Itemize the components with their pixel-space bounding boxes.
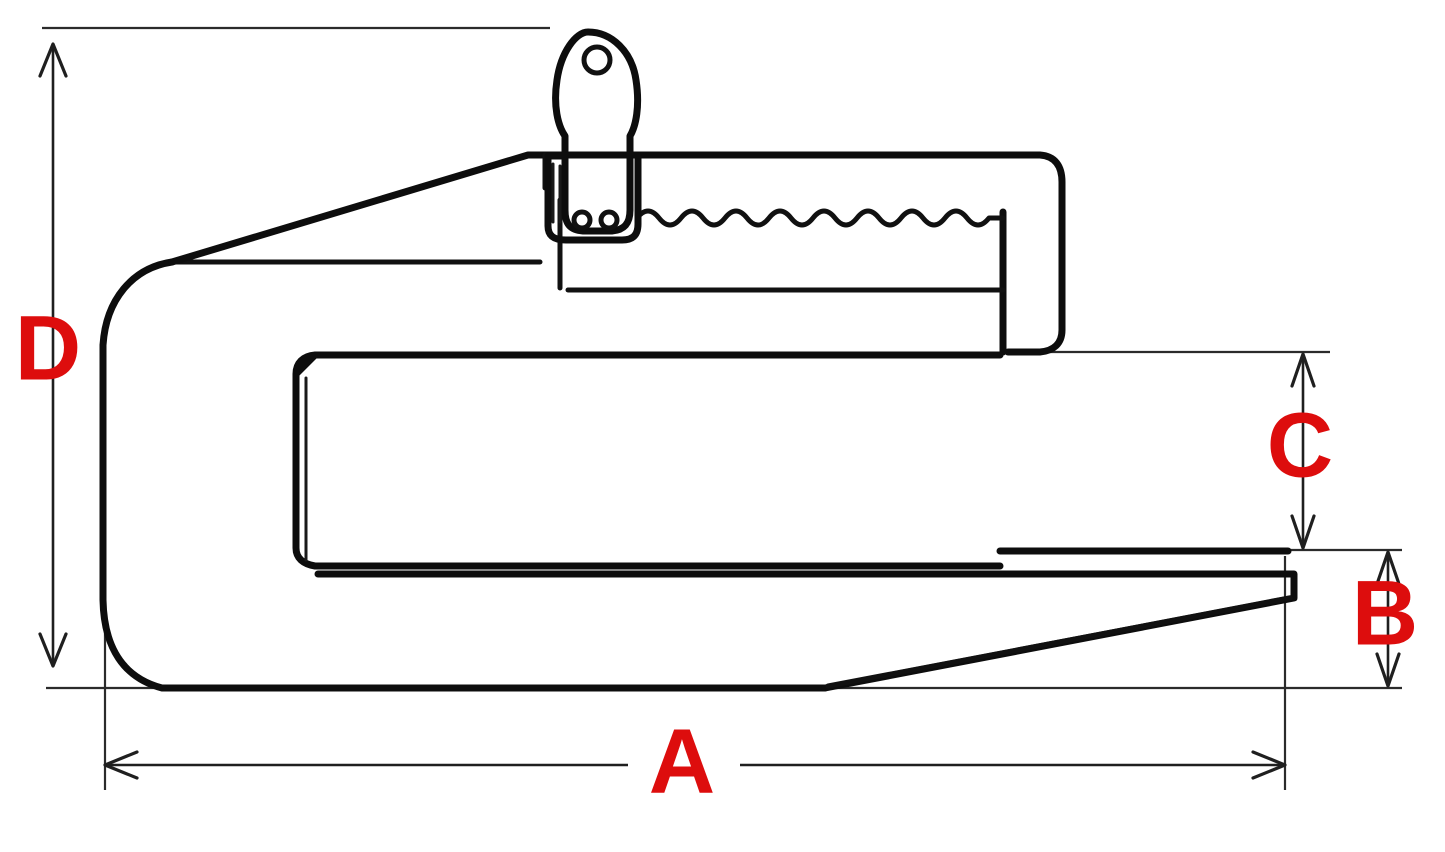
- dimension-c: C: [1267, 352, 1333, 550]
- upper-taper-web: [168, 151, 549, 266]
- small-hole-left: [571, 209, 593, 231]
- dimension-a-arrow-left: [103, 750, 139, 780]
- small-hole-right: [598, 209, 620, 231]
- dimension-c-arrow-bottom: [1290, 514, 1316, 550]
- dimension-d-arrow-top: [38, 42, 68, 78]
- lug-bracket: [544, 152, 642, 244]
- lifting-lug: [552, 28, 642, 235]
- part-geometry: [99, 28, 1298, 692]
- dimension-label-a: A: [649, 710, 715, 812]
- dimension-d: D: [15, 42, 81, 668]
- extension-lines: [42, 26, 1402, 790]
- inner-cutout: [292, 351, 1004, 570]
- dimension-label-b: B: [1352, 562, 1418, 664]
- lug-pin-hole: [581, 44, 613, 76]
- dimension-label-d: D: [15, 297, 81, 399]
- c-frame-body: [99, 258, 829, 692]
- serrated-top-edge: [634, 208, 1006, 228]
- dimension-b-arrow-bottom: [1375, 652, 1401, 688]
- dimension-a-arrow-right: [1251, 750, 1287, 780]
- lug-bracket-inner-slot: [551, 162, 562, 224]
- upper-arm: [541, 151, 1066, 356]
- dimension-d-arrow-bottom: [38, 632, 68, 668]
- dimension-label-c: C: [1267, 394, 1333, 496]
- dimension-b: B: [1352, 550, 1418, 688]
- dimension-c-arrow-top: [1290, 352, 1316, 388]
- fork-blade-taper: [825, 595, 1293, 689]
- dimension-a: A: [103, 710, 1287, 812]
- dimension-b-arrow-top: [1375, 550, 1401, 586]
